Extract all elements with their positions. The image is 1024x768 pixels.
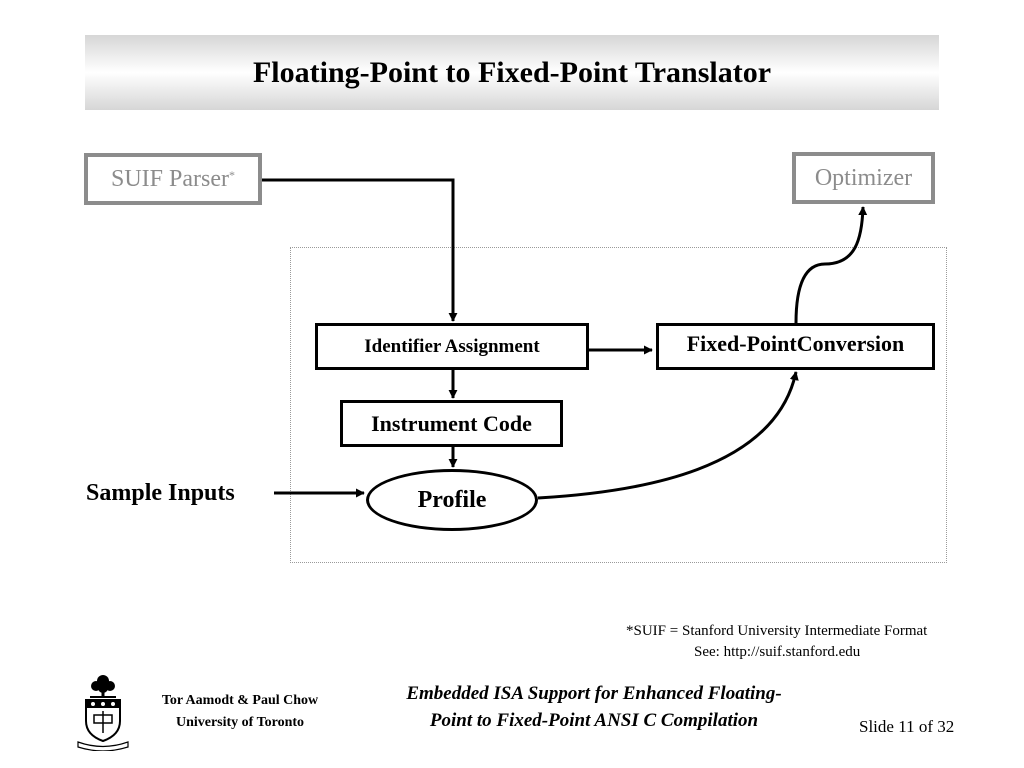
- paper-title: Embedded ISA Support for Enhanced Floati…: [362, 680, 826, 734]
- edge-suif-to-identifier: [262, 178, 458, 322]
- profile-ellipse: Profile: [366, 469, 538, 531]
- edge-profile-to-fixedconv: [537, 371, 799, 500]
- footnote: *SUIF = Stanford University Intermediate…: [626, 621, 927, 663]
- title-bar: Floating-Point to Fixed-Point Translator: [85, 35, 939, 110]
- fixed-point-conversion-label: Fixed-PointConversion: [686, 330, 905, 356]
- author-block: Tor Aamodt & Paul Chow University of Tor…: [140, 690, 340, 734]
- footnote-link: See: http://suif.stanford.edu: [694, 644, 861, 660]
- authors: Tor Aamodt & Paul Chow: [161, 693, 319, 708]
- profile-label: Profile: [417, 486, 487, 513]
- paper-title-line-2: Point to Fixed-Point ANSI C Compilation: [429, 710, 759, 731]
- instrument-code-label: Instrument Code: [371, 410, 532, 436]
- identifier-assignment-label: Identifier Assignment: [364, 335, 540, 357]
- suif-parser-box: SUIF Parser*: [84, 153, 262, 205]
- slide-title: Floating-Point to Fixed-Point Translator: [252, 55, 772, 89]
- edge-fixedconv-to-optimizer: [794, 206, 868, 324]
- fixed-point-conversion-box: Fixed-PointConversion: [656, 323, 935, 370]
- instrument-code-box: Instrument Code: [340, 400, 563, 447]
- institution: University of Toronto: [175, 715, 305, 730]
- optimizer-box: Optimizer: [792, 152, 935, 204]
- translator-region: [290, 247, 947, 563]
- slide-number: Slide 11 of 32: [859, 717, 955, 736]
- suif-parser-label: SUIF Parser: [111, 165, 229, 192]
- footnote-definition: *SUIF = Stanford University Intermediate…: [626, 623, 928, 639]
- sample-inputs-label: Sample Inputs: [86, 480, 235, 506]
- paper-title-line-1: Embedded ISA Support for Enhanced Floati…: [406, 683, 782, 704]
- identifier-assignment-box: Identifier Assignment: [315, 323, 589, 370]
- suif-parser-footnote-mark: *: [229, 167, 235, 182]
- university-crest-icon: [77, 675, 129, 751]
- optimizer-label: Optimizer: [814, 164, 913, 191]
